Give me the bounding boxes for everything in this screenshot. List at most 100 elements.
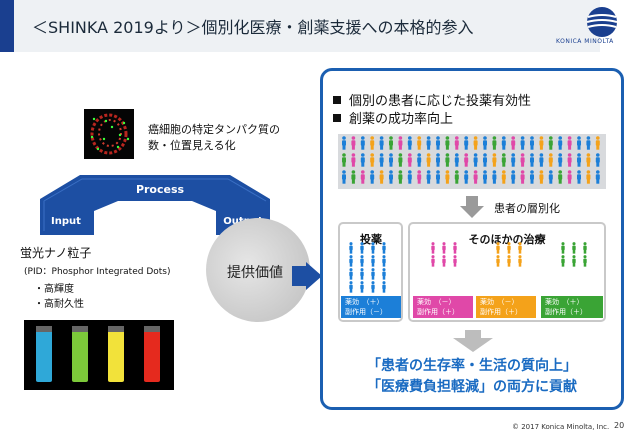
person-icon [371,268,375,280]
person-icon [548,170,553,184]
person-icon [379,136,384,150]
person-icon [561,255,565,267]
nanoparticle-title: 蛍光ナノ粒子 [20,246,92,260]
konica-minolta-logo-icon [586,7,618,37]
person-icon [371,255,375,267]
page-number: 20 [614,421,625,430]
person-icon [426,170,431,184]
person-icon [351,136,356,150]
result-dosing-line2: 副作用（－） [345,308,387,316]
person-icon [389,136,393,150]
person-icon [360,153,365,167]
person-icon [473,170,478,184]
fluorescent-vials-image [24,320,174,390]
arrow-right-icon [292,262,322,290]
person-icon [577,170,581,184]
result-other-1-line1: 薬効 （－） [417,298,456,306]
person-icon [351,170,356,184]
copyright: © 2017 Konica Minolta, Inc. [512,423,610,431]
person-icon [417,136,422,150]
person-icon [583,255,587,267]
person-icon [483,170,487,184]
person-icon [436,153,440,167]
person-icon [360,136,365,150]
person-icon [426,136,431,150]
person-icon [445,170,450,184]
bullet-drug-discovery-text: 創薬の成功率向上 [349,112,454,127]
process-arch-diagram [40,175,270,235]
result-other-1: 薬効 （－） 副作用（＋） [413,296,473,318]
person-icon [379,170,384,184]
input-label: Input [51,216,81,227]
person-icon [567,170,572,184]
person-icon [445,153,450,167]
person-icon [595,153,600,167]
person-icon [371,242,375,254]
person-icon [492,170,497,184]
other-treatment-header: そのほかの治療 [468,233,546,246]
person-icon [473,153,478,167]
person-icon [371,281,375,293]
conclusion-line1: 「患者の生存率・生活の質向上」 [367,358,577,374]
header-bar [0,0,600,52]
person-icon [511,136,516,150]
result-other-3-line1: 薬効 （＋） [545,298,584,306]
person-icon [442,255,446,267]
person-icon [349,255,353,267]
result-other-3: 薬効 （＋） 副作用（＋） [541,296,603,318]
page-title: ＜SHINKA 2019より＞個別化医療・創薬支援への本格的参入 [32,18,474,37]
person-icon [464,170,469,184]
result-other-2: 薬効 （－） 副作用（＋） [476,296,536,318]
person-icon [492,136,497,150]
dosing-header: 投薬 [360,233,382,246]
person-icon [370,170,375,184]
person-icon [436,170,440,184]
person-icon [586,153,591,167]
person-icon [342,170,346,184]
person-icon [389,170,393,184]
person-icon [349,268,353,280]
person-icon [454,170,459,184]
nanoparticle-pid: (PID：Phosphor Integrated Dots) [24,267,171,277]
person-icon [431,255,435,267]
person-icon [382,281,386,293]
person-icon [349,242,353,254]
person-icon [360,268,364,280]
person-icon [407,136,412,150]
other-treatment-box [408,222,606,322]
person-icon [539,136,544,150]
nanoparticle-feature-durability: ・高耐久性 [34,299,84,310]
person-icon [501,170,506,184]
stratification-label: 患者の層別化 [494,202,560,215]
person-icon [454,136,459,150]
person-icon [360,255,364,267]
person-icon [464,153,469,167]
person-icon [501,136,506,150]
person-icon [398,136,403,150]
person-icon [492,153,497,167]
person-icon [360,170,365,184]
person-icon [379,153,384,167]
person-icon [520,170,525,184]
person-icon [558,153,563,167]
person-icon [539,170,544,184]
person-icon [577,153,581,167]
result-other-2-line2: 副作用（＋） [480,308,522,316]
person-icon [595,136,600,150]
person-icon [431,242,435,254]
result-other-1-line2: 副作用（＋） [417,308,459,316]
header-accent [0,0,14,52]
person-icon [530,153,534,167]
person-icon [349,281,353,293]
person-icon [511,153,516,167]
person-icon [407,170,412,184]
person-icon [548,136,553,150]
person-icon [426,153,431,167]
person-icon [595,170,600,184]
dosing-group-box [338,222,403,322]
person-icon [351,153,356,167]
person-icon [501,153,506,167]
person-icon [342,153,346,167]
person-icon [567,153,572,167]
person-icon [572,255,576,267]
